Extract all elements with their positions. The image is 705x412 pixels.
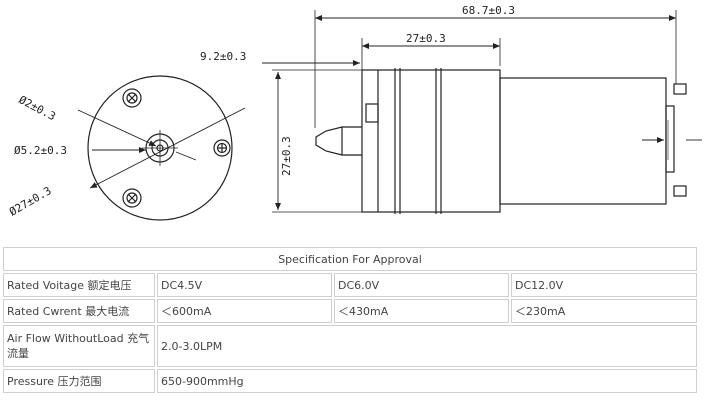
table-cell: ＜230mA (511, 299, 697, 323)
overall-length-label: 68.7±0.3 (462, 4, 515, 17)
row-label: Rated Cwrent 最大电流 (3, 299, 155, 323)
body-length-label: 27±0.3 (406, 32, 446, 45)
leader-right (175, 151, 197, 161)
front-view (77, 75, 246, 221)
screw-bottom (122, 188, 142, 208)
table-row: Rated Voitage 额定电压 DC4.5V DC6.0V DC12.0V (3, 273, 697, 297)
table-cell: 650-900mmHg (157, 369, 697, 393)
height-label: 27±0.3 (280, 136, 293, 176)
nozzle-diameter-label: Ø5.2±0.3 (14, 144, 67, 157)
side-view (272, 10, 702, 214)
table-cell: 2.0-3.0LPM (157, 325, 697, 367)
specification-table: Specification For Approval Rated Voitage… (1, 245, 699, 395)
spec-title: Specification For Approval (3, 247, 697, 271)
pump-body-outline (87, 75, 233, 221)
table-row: Air Flow WithoutLoad 充气流量 2.0-3.0LPM (3, 325, 697, 367)
table-cell: ＜600mA (157, 299, 332, 323)
table-cell: DC4.5V (157, 273, 332, 297)
screw-top (122, 88, 142, 108)
motor-body (499, 77, 667, 205)
nozzle-length-label: 9.2±0.3 (200, 50, 246, 63)
screw-right (213, 139, 231, 157)
technical-drawing: Ø2±0.3 Ø5.2±0.3 Ø27±0.3 (7, 4, 702, 221)
terminal-top (673, 83, 687, 95)
table-row: Rated Cwrent 最大电流 ＜600mA ＜430mA ＜230mA (3, 299, 697, 323)
row-label: Rated Voitage 额定电压 (3, 273, 155, 297)
body-diameter-label: Ø27±0.3 (7, 184, 54, 218)
row-label: Air Flow WithoutLoad 充气流量 (3, 325, 155, 367)
table-row: Pressure 压力范围 650-900mmHg (3, 369, 697, 393)
hole-diameter-label: Ø2±0.3 (17, 93, 58, 123)
leader-hole (77, 109, 157, 147)
leader-diameter (89, 107, 246, 189)
table-cell: DC12.0V (511, 273, 697, 297)
table-cell: ＜430mA (334, 299, 509, 323)
terminal-bottom (673, 185, 687, 197)
nozzle (315, 126, 362, 156)
table-cell: DC6.0V (334, 273, 509, 297)
row-label: Pressure 压力范围 (3, 369, 155, 393)
pump-head (361, 69, 501, 213)
